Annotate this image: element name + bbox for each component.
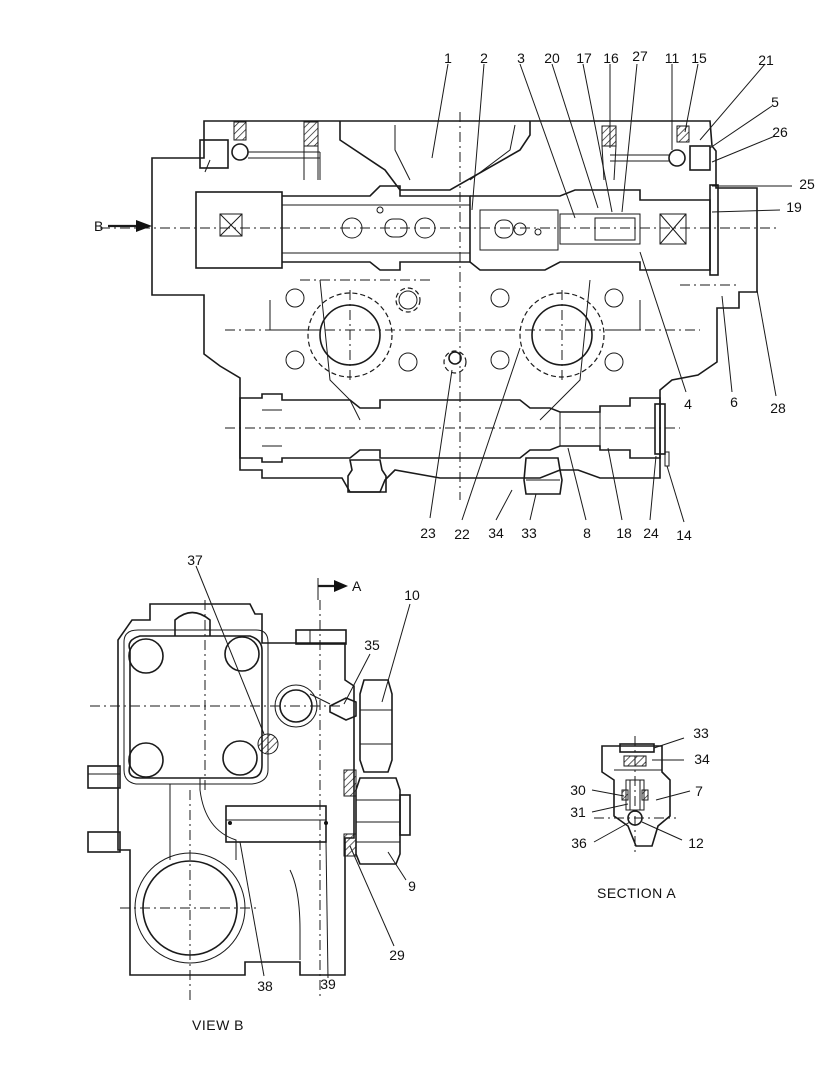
top-view-leaders <box>429 63 792 523</box>
valve-body-top-view: B <box>94 112 780 500</box>
callout-6: 6 <box>730 394 738 410</box>
callout-36: 36 <box>571 835 587 851</box>
section-a-arrow-label: A <box>352 578 362 594</box>
callout-3: 3 <box>517 50 525 66</box>
callout-30: 30 <box>570 782 586 798</box>
view-b-arrow-label: B <box>94 218 104 234</box>
callout-11: 11 <box>665 50 680 66</box>
section-a-leaders <box>591 737 691 843</box>
callout-17: 17 <box>576 50 592 66</box>
callout-34: 34 <box>488 525 504 541</box>
section-a-detail <box>594 736 676 856</box>
callout-34-section: 34 <box>694 751 710 767</box>
callout-19: 19 <box>786 199 802 215</box>
callout-15: 15 <box>691 50 707 66</box>
callout-27: 27 <box>632 48 648 64</box>
view-b-leaders <box>195 565 411 979</box>
callout-31: 31 <box>570 804 586 820</box>
callout-38: 38 <box>257 978 273 994</box>
callout-24: 24 <box>643 525 659 541</box>
top-view-callouts: 1 2 3 20 17 16 27 11 15 21 5 26 25 19 4 … <box>420 48 815 543</box>
callout-16: 16 <box>603 50 619 66</box>
section-a-caption: SECTION A <box>597 885 676 901</box>
callout-8: 8 <box>583 525 591 541</box>
callout-22: 22 <box>454 526 470 542</box>
callout-2: 2 <box>480 50 488 66</box>
callout-10: 10 <box>404 587 420 603</box>
callout-20: 20 <box>544 50 560 66</box>
callout-14: 14 <box>676 527 692 543</box>
callout-7: 7 <box>695 783 703 799</box>
section-a-callouts: 33 34 30 7 31 36 12 SECTION A <box>570 725 710 901</box>
view-b-end-view: A <box>87 578 411 1000</box>
view-b-caption: VIEW B <box>192 1017 244 1033</box>
callout-1: 1 <box>444 50 452 66</box>
callout-12: 12 <box>688 835 704 851</box>
callout-4: 4 <box>684 396 692 412</box>
view-b-callouts: 37 10 35 9 29 38 39 VIEW B <box>187 552 420 1033</box>
callout-5: 5 <box>771 94 779 110</box>
callout-39: 39 <box>320 976 336 992</box>
callout-35: 35 <box>364 637 380 653</box>
callout-33: 33 <box>521 525 537 541</box>
callout-25: 25 <box>799 176 815 192</box>
callout-9: 9 <box>408 878 416 894</box>
callout-18: 18 <box>616 525 632 541</box>
callout-33-section: 33 <box>693 725 709 741</box>
callout-29: 29 <box>389 947 405 963</box>
callout-28: 28 <box>770 400 786 416</box>
callout-26: 26 <box>772 124 788 140</box>
callout-23: 23 <box>420 525 436 541</box>
callout-21: 21 <box>758 52 774 68</box>
callout-37: 37 <box>187 552 203 568</box>
